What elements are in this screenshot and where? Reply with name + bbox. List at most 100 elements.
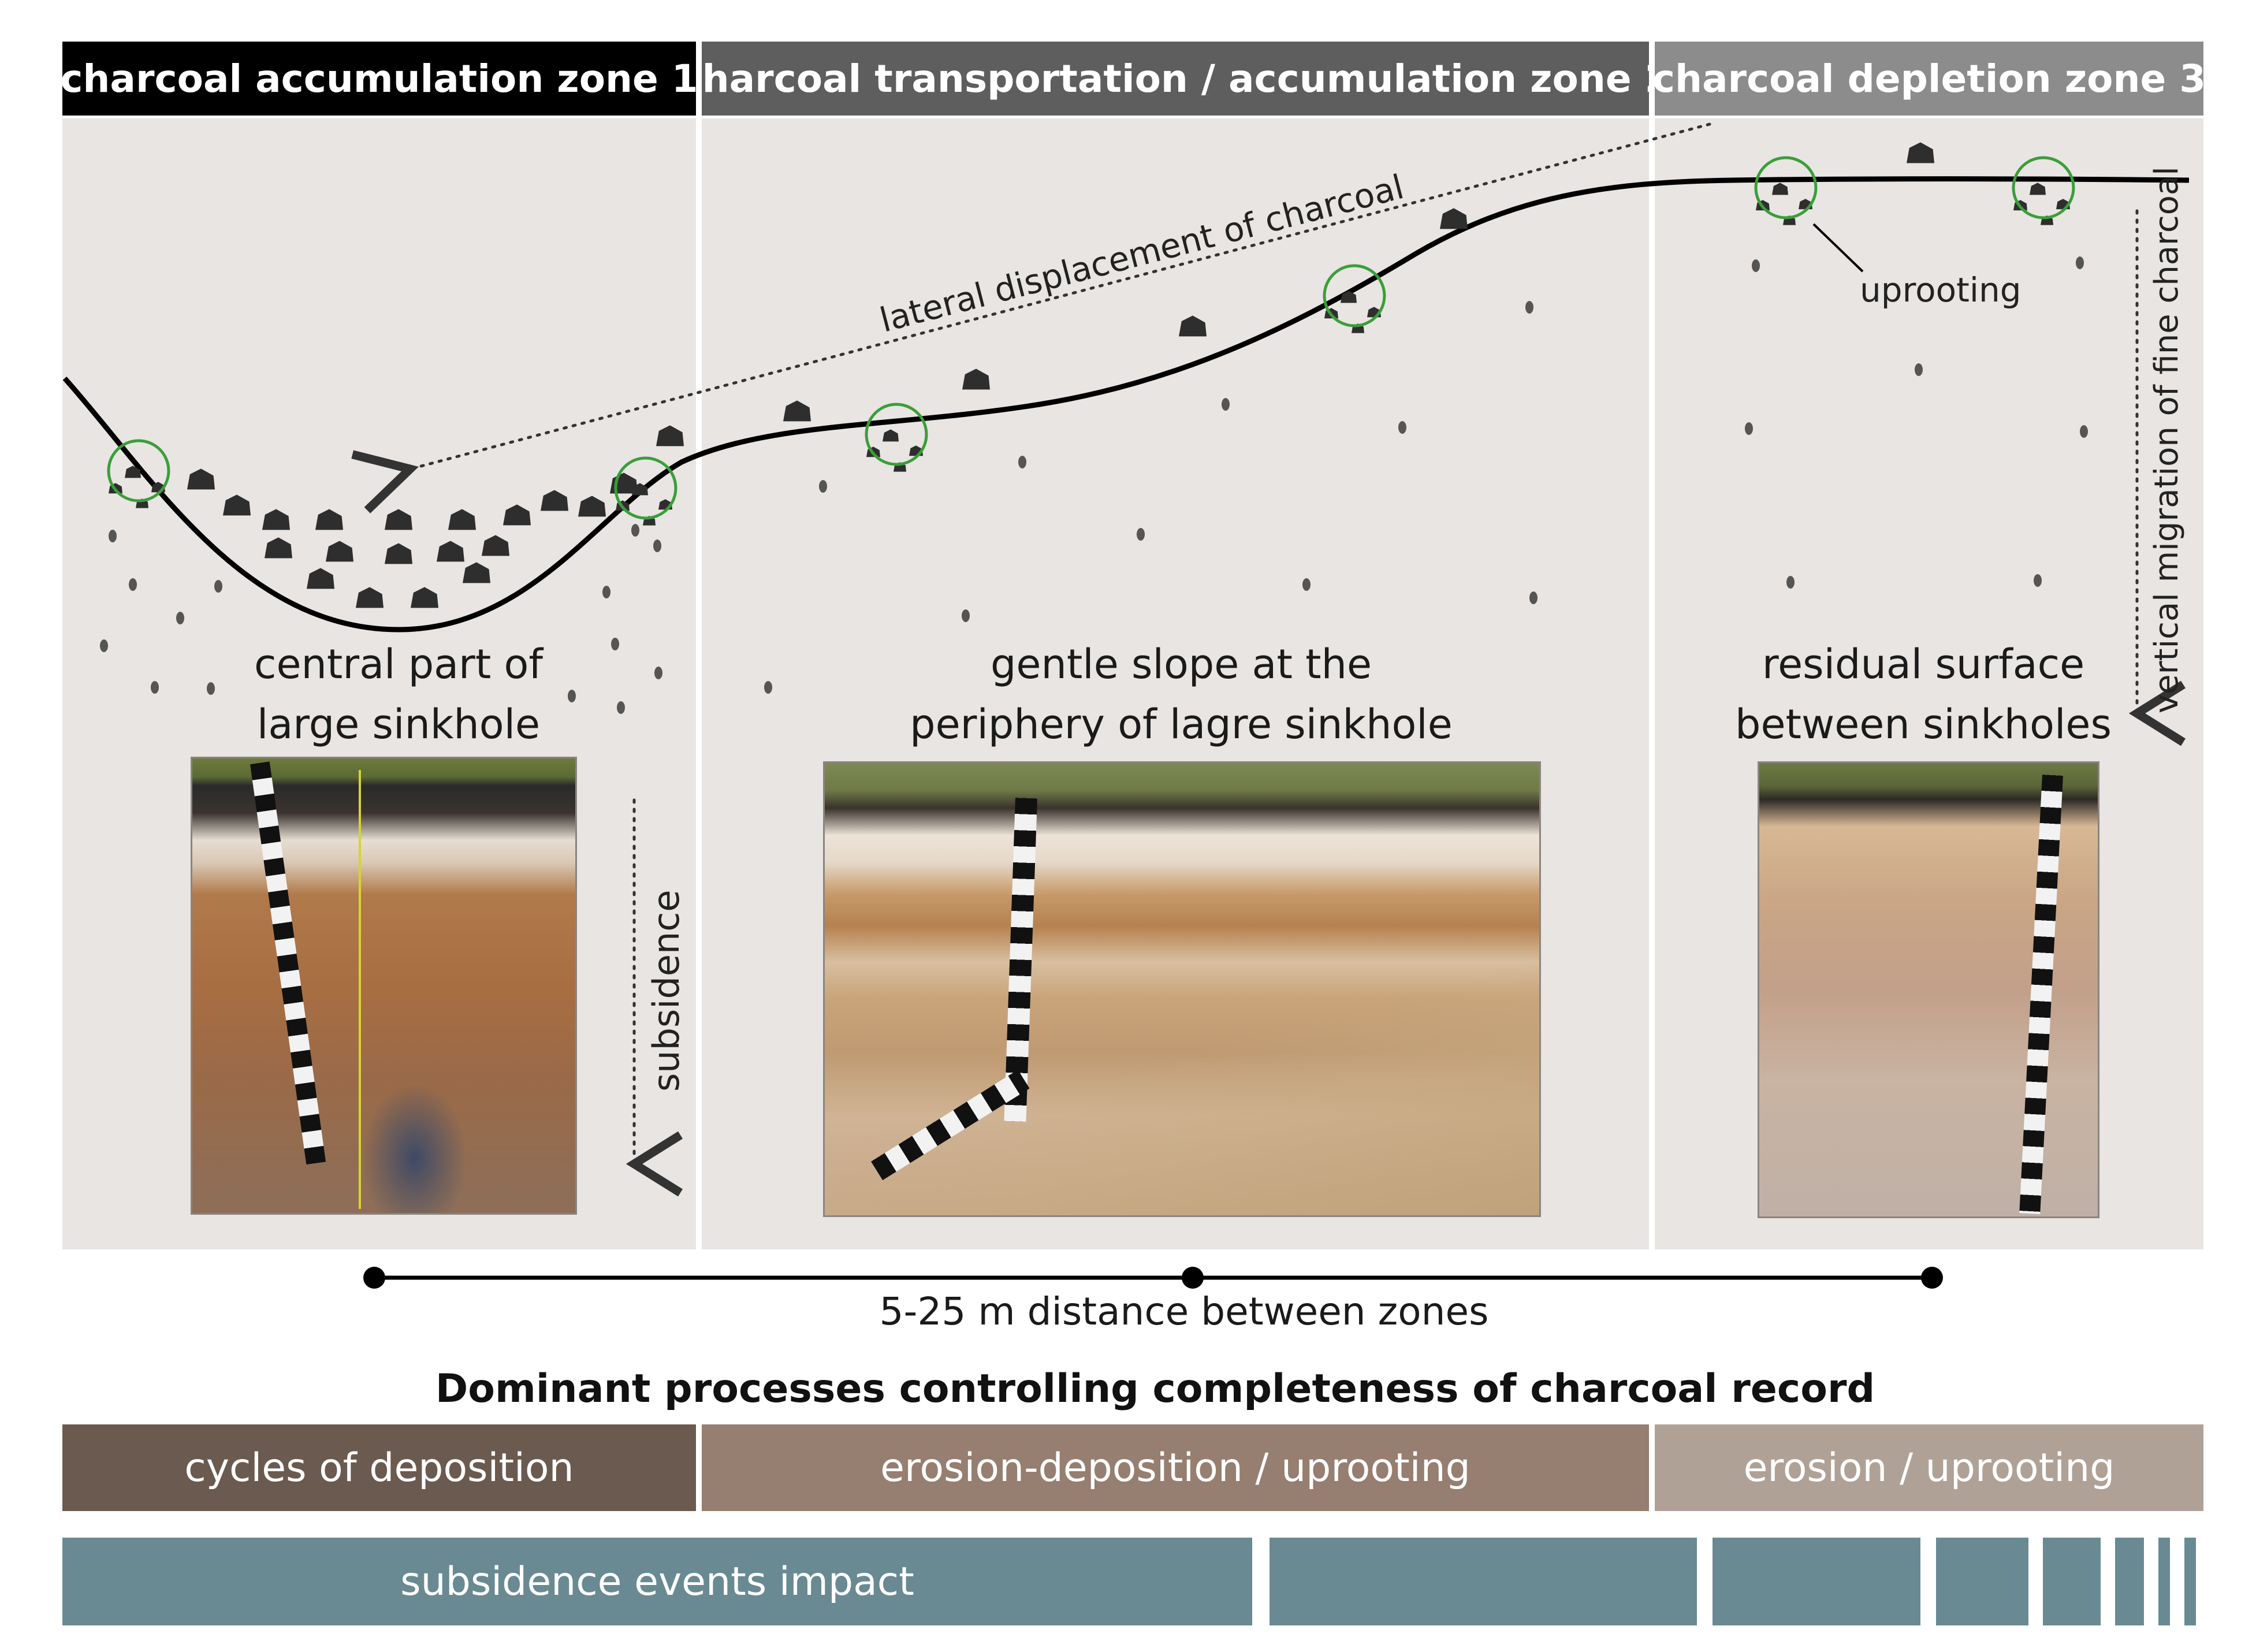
subsidence-bar-segment	[2043, 1538, 2101, 1625]
charcoal-fragment	[1440, 208, 1468, 229]
processes-title: Dominant processes controlling completen…	[435, 1366, 1875, 1412]
process-bar-zone1: cycles of deposition	[62, 1424, 696, 1511]
soil-profile-photo-zone2	[823, 761, 1541, 1217]
subsidence-label: subsidence	[645, 890, 687, 1092]
fine-charcoal-particle	[611, 638, 619, 650]
site2-label: gentle slope at the periphery of lagre s…	[855, 634, 1507, 754]
charcoal-fragment	[463, 562, 490, 583]
fine-charcoal-particle	[1745, 422, 1753, 435]
charcoal-fragment	[411, 587, 438, 608]
fine-charcoal-particle	[602, 586, 610, 598]
site1-label-line2: large sinkhole	[256, 701, 541, 748]
charcoal-fragment	[307, 568, 334, 589]
charcoal-fragment	[385, 543, 412, 564]
uprooting-label: uprooting	[1860, 270, 2022, 310]
ground-surface-line	[62, 176, 2190, 632]
charcoal-fragment	[1179, 315, 1207, 337]
soil-profile-photo-zone1	[191, 757, 577, 1215]
subsidence-bar-segment	[1713, 1538, 1920, 1625]
fine-charcoal-particle	[109, 530, 117, 542]
subsidence-bar-segment	[2158, 1538, 2170, 1625]
fine-charcoal-particle	[654, 667, 662, 679]
fine-charcoal-particle	[2076, 256, 2084, 269]
uprooted-tree-icon	[1323, 264, 1386, 328]
fine-charcoal-particle	[631, 524, 639, 537]
measuring-scale	[1004, 798, 1037, 1122]
fine-charcoal-particle	[129, 578, 137, 591]
charcoal-fragment	[883, 429, 899, 442]
charcoal-fragment	[448, 509, 476, 530]
measuring-scale	[2019, 775, 2063, 1214]
subsidence-bar-segment	[1270, 1538, 1697, 1625]
process-bar-zone2: erosion-deposition / uprooting	[702, 1424, 1649, 1511]
charcoal-fragment	[262, 509, 290, 530]
fine-charcoal-particle	[207, 682, 215, 695]
fine-charcoal-particle	[2034, 574, 2042, 587]
fine-charcoal-particle	[1222, 398, 1230, 411]
site1-label-line1: central part of	[254, 641, 543, 688]
charcoal-fragment	[503, 504, 531, 526]
charcoal-fragment	[356, 587, 384, 608]
fine-charcoal-particle	[653, 539, 661, 552]
uprooted-tree-icon	[614, 456, 677, 520]
uprooted-tree-icon	[1754, 156, 1818, 219]
fine-charcoal-particle	[214, 580, 222, 593]
tree-icons	[107, 156, 2075, 520]
lateral-displacement-arrow	[351, 122, 1711, 514]
charcoal-fragment	[656, 425, 684, 447]
charcoal-fragment	[437, 541, 464, 562]
site3-label: residual surface between sinkholes	[1704, 634, 2143, 754]
fine-charcoal-particle	[1525, 301, 1533, 314]
fine-charcoal-particle	[764, 681, 772, 694]
fine-charcoal-particle	[1398, 421, 1406, 434]
charcoal-fragment	[2030, 183, 2046, 195]
zone3-header: charcoal depletion zone 3	[1655, 42, 2203, 116]
charcoal-fragment	[578, 496, 606, 517]
subsidence-bar-segment	[2184, 1538, 2196, 1625]
charcoal-fragment	[541, 490, 568, 511]
vertical-migration-label: vertical migration of fine charcoal	[2148, 166, 2186, 713]
fine-charcoal-particle	[1752, 259, 1760, 272]
soil-profile-photo-zone3	[1758, 761, 2099, 1218]
fine-charcoal-particle	[100, 639, 108, 652]
subsidence-bar-segment	[1936, 1538, 2028, 1625]
fine-charcoal-particle	[819, 480, 827, 493]
zone1-header: charcoal accumulation zone 1	[62, 42, 696, 116]
fine-charcoal-particle	[1915, 363, 1923, 376]
charcoal-fragments	[100, 142, 2088, 714]
uprooted-tree-icon	[865, 403, 928, 466]
subsidence-bar-segment	[2115, 1538, 2144, 1625]
uprooted-tree-icon	[2012, 156, 2075, 219]
fine-charcoal-particle	[1786, 576, 1795, 589]
uprooting-leader-line	[1812, 223, 1864, 273]
fine-charcoal-particle	[1137, 528, 1145, 541]
zone3-marker-dot	[1921, 1267, 1943, 1289]
fine-charcoal-particle	[962, 609, 970, 622]
charcoal-fragment	[632, 483, 648, 496]
charcoal-fragment	[265, 537, 292, 559]
charcoal-fragment	[1341, 291, 1357, 303]
charcoal-fragment	[223, 494, 251, 516]
site2-label-line1: gentle slope at the	[990, 641, 1372, 688]
charcoal-fragment	[482, 535, 509, 556]
fine-charcoal-particle	[568, 690, 576, 702]
fine-charcoal-particle	[1529, 591, 1537, 604]
fine-charcoal-particle	[151, 681, 159, 694]
charcoal-fragment	[187, 468, 215, 490]
measuring-scale	[250, 761, 326, 1165]
site3-label-line1: residual surface	[1762, 641, 2085, 688]
site1-label: central part of large sinkhole	[191, 634, 606, 754]
charcoal-fragment	[125, 466, 141, 478]
measuring-tape	[359, 770, 361, 1209]
zone2-header: charcoal transportation / accumulation z…	[702, 42, 1649, 116]
zone2-marker-dot	[1182, 1267, 1204, 1289]
charcoal-fragment	[385, 509, 412, 530]
charcoal-fragment	[783, 400, 811, 422]
process-bar-zone3: erosion / uprooting	[1655, 1424, 2203, 1511]
site3-label-line2: between sinkholes	[1735, 701, 2112, 748]
subsidence-bar-main: subsidence events impact	[62, 1538, 1252, 1625]
distance-label: 5-25 m distance between zones	[879, 1289, 1489, 1334]
fine-charcoal-particle	[1302, 578, 1311, 591]
charcoal-fragment	[962, 369, 990, 390]
